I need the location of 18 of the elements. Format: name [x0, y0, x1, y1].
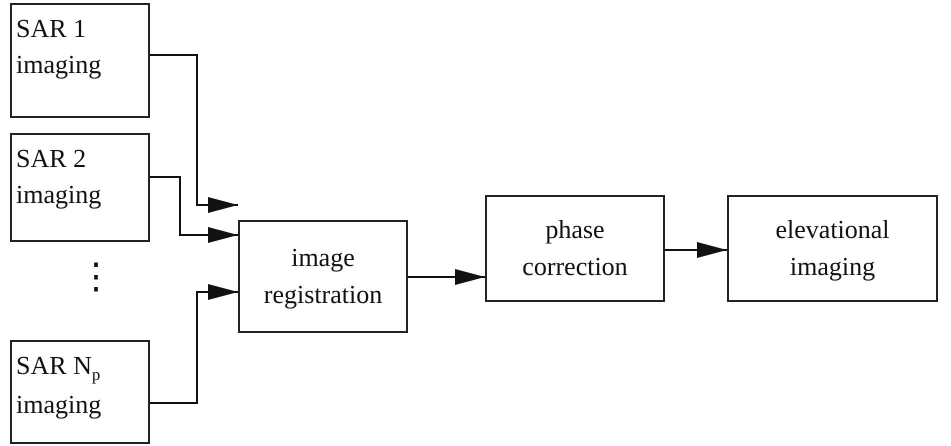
process-box [485, 195, 665, 302]
box-label: elevational imaging [774, 214, 891, 283]
arrow [150, 284, 238, 404]
box-label: image registration [262, 242, 384, 311]
ellipsis-label: ⋮ [78, 258, 114, 294]
process-box [10, 3, 150, 118]
box-label: phase correction [521, 214, 629, 282]
process-box [10, 133, 150, 242]
box-label: SAR 1 imaging [16, 13, 102, 82]
arrow [150, 176, 238, 243]
arrow [150, 54, 238, 213]
arrow [408, 269, 485, 285]
process-box [727, 195, 938, 302]
process-box [238, 220, 408, 333]
box-label: SAR N$_{p}$ imaging [16, 350, 102, 421]
box-label: SAR 2 imaging [16, 143, 102, 212]
process-box [10, 340, 150, 444]
arrow [665, 242, 727, 258]
